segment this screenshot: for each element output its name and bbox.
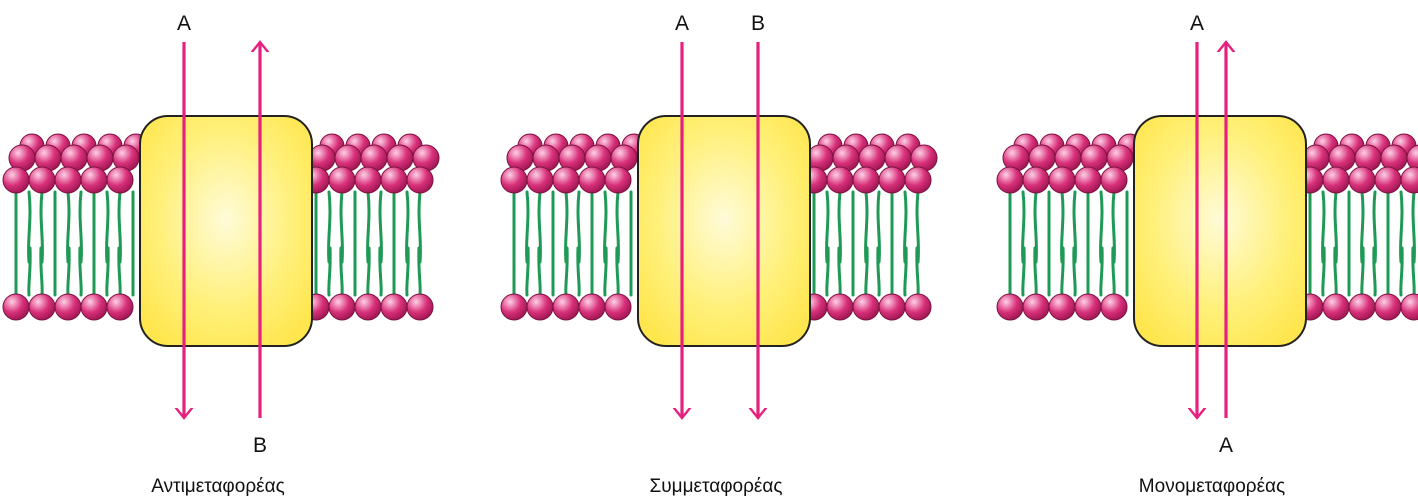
panel-symporter: A B Συμμεταφορέας bbox=[501, 12, 937, 497]
membrane-right bbox=[801, 134, 937, 320]
membrane-right bbox=[1297, 134, 1418, 320]
molecule-label-bottom: A bbox=[1219, 434, 1233, 457]
panel-uniporter: A A Μονομεταφορέας bbox=[997, 12, 1418, 497]
membrane-left bbox=[3, 134, 148, 320]
panel-caption: Μονομεταφορέας bbox=[1139, 476, 1285, 497]
membrane-right bbox=[303, 134, 439, 320]
panel-antiporter: A B Αντιμεταφορέας bbox=[3, 12, 439, 497]
transporter-protein bbox=[140, 116, 312, 346]
transporter-protein bbox=[638, 116, 810, 346]
molecule-label-top: A bbox=[1190, 12, 1204, 35]
membrane-left bbox=[997, 134, 1142, 320]
molecule-label-top: B bbox=[751, 12, 765, 35]
transporter-protein bbox=[1134, 116, 1306, 346]
panel-caption: Αντιμεταφορέας bbox=[151, 476, 285, 497]
molecule-label-bottom: B bbox=[253, 434, 267, 457]
molecule-label-top: A bbox=[675, 12, 689, 35]
panel-caption: Συμμεταφορέας bbox=[649, 476, 782, 497]
molecule-label-top: A bbox=[177, 12, 191, 35]
membrane-left bbox=[501, 134, 646, 320]
